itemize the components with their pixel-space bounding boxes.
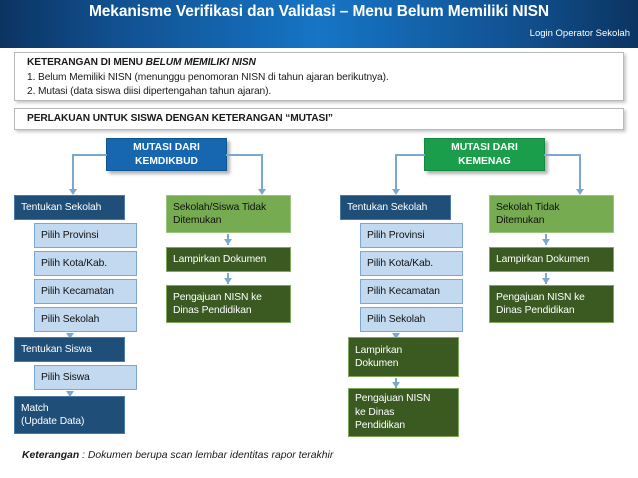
flow-box-pilih-kota-2[interactable]: Pilih Kota/Kab. [360,251,463,276]
flow-box-pengajuan-nisn-4[interactable]: Pengajuan NISN ke Dinas Pendidikan [489,285,614,323]
keterangan-line-1: 1. Belum Memiliki NISN (menunggu penomor… [27,72,389,83]
connector-kemdikbud-right-arrow [258,189,266,195]
branch-kemenag-line1: MUTASI DARI [451,141,518,153]
branch-kemenag-line2: KEMENAG [458,155,511,167]
perlakuan-panel: PERLAKUAN UNTUK SISWA DENGAN KETERANGAN … [14,108,624,130]
col4-b3-line2: Dinas Pendidikan [496,305,575,316]
col2-b1-line1: Sekolah/Siswa Tidak [173,201,267,213]
perlakuan-heading: PERLAKUAN UNTUK SISWA DENGAN KETERANGAN … [27,113,333,124]
keterangan-panel: KETERANGAN DI MENU BELUM MEMILIKI NISN 1… [14,52,624,101]
flow-box-pengajuan-nisn-3[interactable]: Pengajuan NISN ke Dinas Pendidikan [348,388,459,437]
connector-kemdikbud-left-arrow [69,189,77,195]
connector-col3-b-arrow [392,382,400,388]
flow-box-tentukan-sekolah-2[interactable]: Tentukan Sekolah [340,195,451,220]
keterangan-heading-normal: KETERANGAN DI MENU [27,57,146,68]
col4-b3-line1: Pengajuan NISN ke [496,291,585,303]
connector-kemenag-right-h [544,154,580,156]
flow-box-lampirkan-dokumen-3[interactable]: Lampirkan Dokumen [348,337,459,377]
connector-col1-a-arrow [66,333,74,339]
flow-box-pilih-provinsi-2[interactable]: Pilih Provinsi [360,223,463,248]
page-title: Mekanisme Verifikasi dan Validasi – Menu… [88,3,550,20]
connector-kemdikbud-left-v [72,154,74,190]
match-line1: Match [21,402,49,414]
slide-header: Mekanisme Verifikasi dan Validasi – Menu… [0,0,638,48]
flow-box-lampirkan-dokumen-2[interactable]: Lampirkan Dokumen [166,247,291,272]
connector-kemenag-left-h [395,154,425,156]
connector-kemdikbud-right-v [261,154,263,190]
flow-box-pilih-provinsi-1[interactable]: Pilih Provinsi [34,223,137,248]
col2-b3-line1: Pengajuan NISN ke [173,291,262,303]
branch-kemdikbud-line1: MUTASI DARI [133,141,200,153]
col3-b7-line1: Pengajuan NISN [355,393,431,405]
col4-b1-line2: Ditemukan [496,215,545,226]
match-line2: (Update Data) [21,416,85,427]
connector-kemenag-right-v [579,154,581,190]
branch-header-kemdikbud: MUTASI DARI KEMDIKBUD [106,138,227,171]
flow-box-pilih-kota-1[interactable]: Pilih Kota/Kab. [34,251,137,276]
flow-box-sekolah-tidak-ditemukan[interactable]: Sekolah Tidak Ditemukan [489,195,614,233]
connector-kemenag-right-arrow [576,189,584,195]
col2-b1-line2: Ditemukan [173,215,222,226]
connector-kemdikbud-right-h [226,154,262,156]
keterangan-heading-italic: BELUM MEMILIKI NISN [145,57,256,68]
col3-b6-line2: Dokumen [355,358,399,369]
connector-kemdikbud-left-h [72,154,107,156]
flow-box-pilih-kecamatan-2[interactable]: Pilih Kecamatan [360,279,463,304]
keterangan-heading: KETERANGAN DI MENU BELUM MEMILIKI NISN [27,57,256,68]
connector-col2-a-arrow [224,239,232,245]
connector-col3-a-arrow [392,333,400,339]
flow-box-sekolah-siswa-tidak-ditemukan[interactable]: Sekolah/Siswa Tidak Ditemukan [166,195,291,233]
connector-kemenag-left-arrow [392,189,400,195]
branch-header-kemenag: MUTASI DARI KEMENAG [424,138,545,171]
col2-b3-line2: Dinas Pendidikan [173,305,252,316]
flow-box-pilih-kecamatan-1[interactable]: Pilih Kecamatan [34,279,137,304]
branch-kemdikbud-line2: KEMDIKBUD [135,155,198,167]
flow-box-pilih-sekolah-2[interactable]: Pilih Sekolah [360,307,463,332]
col3-b7-line2: ke Dinas [355,406,395,418]
flow-box-pilih-sekolah-1[interactable]: Pilih Sekolah [34,307,137,332]
connector-col2-b-arrow [224,278,232,284]
col3-b6-line1: Lampirkan [355,344,403,356]
connector-col1-b-arrow [66,391,74,397]
flow-box-pilih-siswa[interactable]: Pilih Siswa [34,365,137,390]
col4-b1-line1: Sekolah Tidak [496,201,560,213]
connector-kemenag-left-v [395,154,397,190]
flow-box-lampirkan-dokumen-4[interactable]: Lampirkan Dokumen [489,247,614,272]
keterangan-line-2: 2. Mutasi (data siswa diisi dipertengaha… [27,86,272,97]
flow-box-tentukan-sekolah-1[interactable]: Tentukan Sekolah [14,195,125,220]
connector-col4-a-arrow [542,239,550,245]
col3-b7-line3: Pendidikan [355,420,405,432]
flow-box-match-update-data[interactable]: Match (Update Data) [14,396,125,434]
connector-col4-b-arrow [542,278,550,284]
footer-note-text: : Dokumen berupa scan lembar identitas r… [79,450,334,461]
footer-note-label: Keterangan [22,450,80,461]
header-subtitle: Login Operator Sekolah [529,28,630,39]
flow-box-tentukan-siswa[interactable]: Tentukan Siswa [14,337,125,362]
flow-box-pengajuan-nisn-2[interactable]: Pengajuan NISN ke Dinas Pendidikan [166,285,291,323]
footer-note: Keterangan : Dokumen berupa scan lembar … [22,450,333,461]
